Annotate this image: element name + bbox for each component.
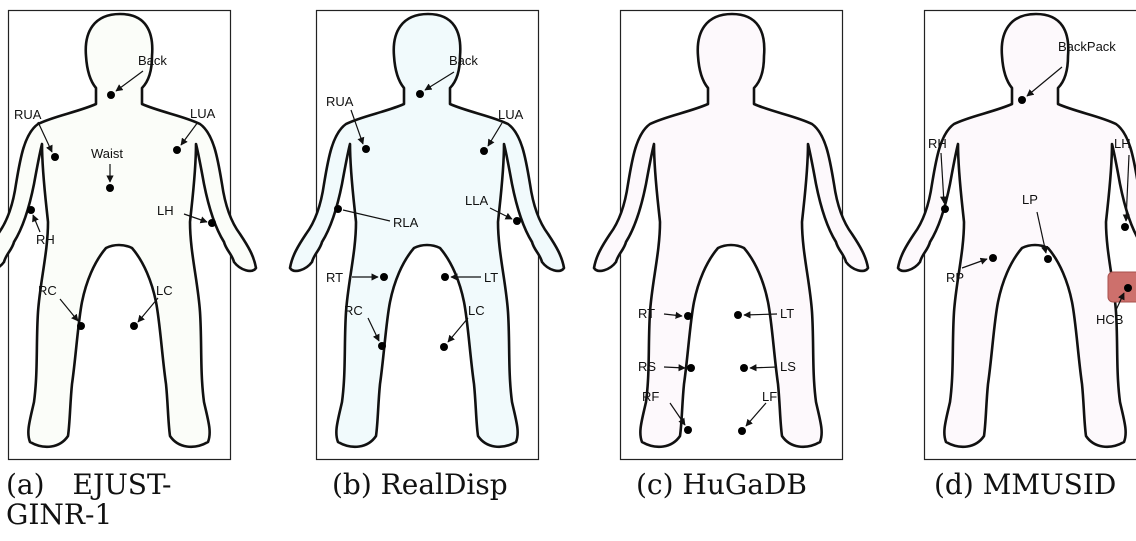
svg-text:RUA: RUA: [326, 94, 354, 109]
svg-text:Waist: Waist: [91, 146, 123, 161]
body-diagram-d: BackPack RH LH LP RP HCB: [924, 10, 1136, 460]
svg-text:LH: LH: [157, 203, 174, 218]
human-silhouette: [594, 14, 868, 447]
panel-realdisp: Back RUA LUA LLA RLA RT: [316, 10, 621, 460]
human-silhouette: [0, 14, 256, 447]
svg-text:RT: RT: [326, 270, 343, 285]
svg-text:LT: LT: [780, 306, 794, 321]
body-diagram-c: RT LT RS LS RF LF: [620, 10, 925, 460]
caption-b: (b) RealDisp: [332, 470, 508, 500]
caption-a: (a)EJUST-GINR-1: [6, 470, 246, 530]
svg-text:RT: RT: [638, 306, 655, 321]
svg-text:RC: RC: [344, 303, 363, 318]
svg-text:LF: LF: [762, 389, 777, 404]
caption-c: (c) HuGaDB: [636, 470, 807, 500]
svg-text:RC: RC: [38, 283, 57, 298]
svg-text:LUA: LUA: [190, 106, 216, 121]
sensor-lt: LT: [734, 306, 794, 321]
svg-text:RH: RH: [928, 136, 947, 151]
svg-text:LC: LC: [156, 283, 173, 298]
sensor-lf: LF: [738, 389, 777, 435]
svg-text:RH: RH: [36, 232, 55, 247]
panel-hugadb: RT LT RS LS RF LF: [620, 10, 925, 460]
svg-text:LLA: LLA: [465, 193, 488, 208]
svg-text:Back: Back: [138, 53, 167, 68]
svg-text:RS: RS: [638, 359, 656, 374]
svg-text:HCB: HCB: [1096, 312, 1123, 327]
human-silhouette: [290, 14, 564, 447]
svg-text:RUA: RUA: [14, 107, 42, 122]
svg-text:BackPack: BackPack: [1058, 39, 1116, 54]
caption-d: (d) MMUSID: [934, 470, 1116, 500]
svg-text:LS: LS: [780, 359, 796, 374]
svg-text:LP: LP: [1022, 192, 1038, 207]
svg-text:LC: LC: [468, 303, 485, 318]
sensor-ls: LS: [740, 359, 796, 374]
svg-text:RP: RP: [946, 270, 964, 285]
body-diagram-a: Back RUA LUA Waist LH RH: [8, 10, 313, 460]
svg-text:LUA: LUA: [498, 107, 524, 122]
body-diagram-b: Back RUA LUA LLA RLA RT: [316, 10, 621, 460]
svg-text:RF: RF: [642, 389, 659, 404]
svg-text:Back: Back: [449, 53, 478, 68]
svg-text:LH: LH: [1114, 136, 1131, 151]
panel-ejust-ginr-1: Back RUA LUA Waist LH RH: [8, 10, 313, 460]
svg-text:RLA: RLA: [393, 215, 419, 230]
panel-mmusid: BackPack RH LH LP RP HCB: [924, 10, 1136, 460]
svg-text:LT: LT: [484, 270, 498, 285]
human-silhouette: [898, 14, 1136, 447]
